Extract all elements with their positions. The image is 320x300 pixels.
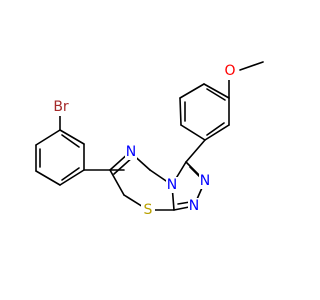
bromine-label: Br xyxy=(53,99,69,115)
nitrogen-label: N xyxy=(167,177,177,193)
structure-canvas: Br O N N N N S xyxy=(35,61,264,218)
nitrogen-label: N xyxy=(189,198,199,214)
sulfur-label: S xyxy=(144,202,153,218)
methoxyphenyl-ring xyxy=(179,83,230,141)
molecule-drawing: Br O N N N N S xyxy=(35,61,264,218)
bond-triazole-to-phenyl xyxy=(185,139,206,163)
nitrogen-label: N xyxy=(126,144,136,160)
oxygen-label: O xyxy=(224,63,235,79)
atom-methoxy-oxygen: O xyxy=(223,62,237,80)
bond-oxygen-to-methyl xyxy=(239,61,264,71)
atom-azine-nitrogen: N xyxy=(125,144,137,160)
thiadiazine-ring xyxy=(109,151,175,211)
atom-triazole-nitrogen-lower: N xyxy=(188,198,200,214)
bromophenyl-ring xyxy=(35,129,85,186)
atom-triazole-nitrogen-upper: N xyxy=(199,173,211,189)
atom-bridge-nitrogen: N xyxy=(166,177,178,193)
atom-sulfur: S xyxy=(141,202,155,218)
nitrogen-label: N xyxy=(200,173,210,189)
atom-bromine: Br xyxy=(49,98,73,116)
